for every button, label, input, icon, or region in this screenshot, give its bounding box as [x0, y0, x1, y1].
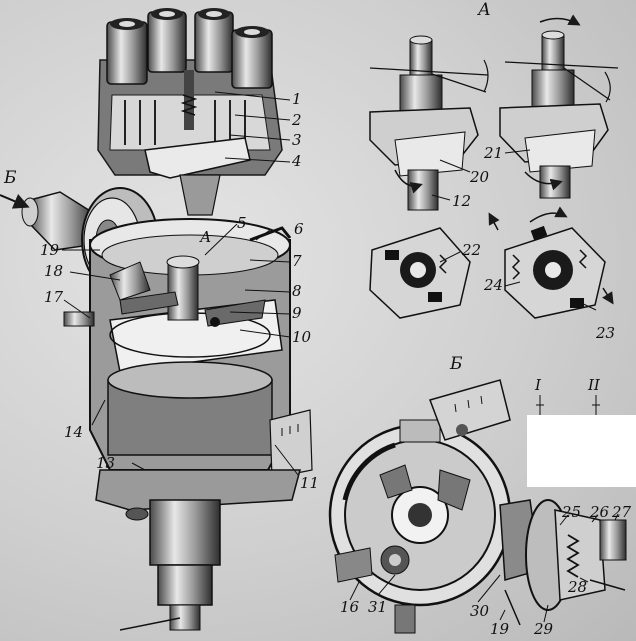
- view-a-title: А: [478, 0, 491, 20]
- callout-3: 3: [292, 131, 302, 149]
- callout-20: 20: [470, 168, 490, 186]
- callout-12: 12: [452, 192, 472, 210]
- view-b-title: Б: [450, 354, 463, 374]
- view-a-weights-right: [488, 206, 614, 319]
- callout-26: 26: [590, 503, 610, 521]
- callout-9: 9: [292, 304, 302, 322]
- distributor-housing: [63, 218, 313, 479]
- view-a-governor-left: [369, 35, 489, 211]
- leader-lines-view-a: [431, 149, 597, 311]
- distributor-shank: [95, 469, 301, 631]
- callout-11: 11: [300, 474, 320, 492]
- leader-lines-main: [62, 91, 299, 476]
- callout-18: 18: [44, 262, 64, 280]
- callout-17: 17: [44, 288, 64, 306]
- view-b-top-view: [328, 379, 627, 634]
- callout-31: 31: [368, 598, 388, 616]
- arrow-a-label: А: [200, 228, 212, 246]
- callout-23: 23: [596, 324, 616, 342]
- inlet-label: Б: [4, 168, 17, 188]
- callout-1: 1: [292, 90, 302, 108]
- callout-4: 4: [292, 152, 302, 170]
- view-a-governor-right: [499, 14, 619, 199]
- callout-2: 2: [292, 111, 302, 129]
- view-a-weights-left: [369, 227, 471, 319]
- blank-panel: [527, 415, 636, 487]
- callout-28: 28: [568, 578, 588, 596]
- callout-5: 5: [237, 214, 247, 232]
- callout-30: 30: [470, 602, 490, 620]
- callout-21: 21: [484, 144, 504, 162]
- callout-13: 13: [96, 454, 116, 472]
- callout-14: 14: [64, 423, 84, 441]
- callout-27: 27: [612, 503, 632, 521]
- callout-6: 6: [294, 220, 304, 238]
- vacuum-inlet: [0, 191, 96, 251]
- callout-8: 8: [292, 282, 302, 300]
- callout-10: 10: [292, 328, 312, 346]
- callout-19-view-b: 19: [490, 620, 510, 638]
- callout-29: 29: [534, 620, 554, 638]
- position-label-ii: II: [588, 376, 600, 394]
- leader-lines-view-b: [349, 513, 619, 623]
- callout-19-main: 19: [40, 241, 60, 259]
- callout-22: 22: [462, 241, 482, 259]
- position-label-i: I: [535, 376, 541, 394]
- callout-16: 16: [340, 598, 360, 616]
- position-markers: [536, 395, 600, 415]
- callout-7: 7: [292, 252, 302, 270]
- callout-24: 24: [484, 276, 504, 294]
- distributor-cap: [97, 8, 283, 216]
- callout-25: 25: [562, 503, 582, 521]
